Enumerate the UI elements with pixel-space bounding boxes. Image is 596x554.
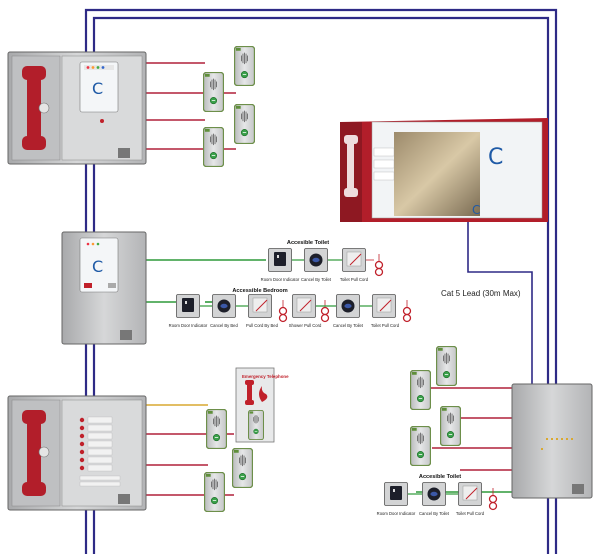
pull-cord-rings-icon <box>402 299 412 323</box>
monitor-logo-icon: C <box>488 145 503 170</box>
red-handset-icon <box>22 410 50 496</box>
speaker-unit <box>410 426 431 466</box>
control-panel-bottom <box>7 395 147 511</box>
panel-screen: C <box>79 61 119 113</box>
toilet-pull-cord-label: Toilet Pull Cord <box>340 277 369 282</box>
cancel-device <box>336 294 360 318</box>
speaker-unit <box>203 72 224 112</box>
panel-logo-icon: C <box>92 79 103 98</box>
panel-logo-badge <box>120 330 132 340</box>
green-cable-set-middle <box>145 259 266 303</box>
pull-cord-device <box>342 248 366 272</box>
speaker-unit <box>234 104 255 144</box>
speaker-unit <box>410 370 431 410</box>
pull-cord-device <box>372 294 396 318</box>
pull-cord-device <box>458 482 482 506</box>
speaker-unit <box>204 472 225 512</box>
fire-icon <box>259 386 268 402</box>
cancel-device <box>304 248 328 272</box>
room-door-indicator-label: Room Door Indicator <box>261 277 300 282</box>
room-door-indicator-device <box>384 482 408 506</box>
pull-cord-device <box>248 294 272 318</box>
panel-logo-badge <box>572 484 584 494</box>
emergency-telephone-label: Emergency Telephone <box>242 374 289 379</box>
cat5-label: Cat 5 Lead (30m Max) <box>441 289 521 298</box>
accessible-toilet-heading-top: Accesible Toilet <box>287 240 329 246</box>
panel-logo-badge <box>118 494 130 504</box>
panel-logo-icon: C <box>92 257 103 276</box>
cat5-cable <box>467 218 533 386</box>
room-door-indicator-label: Room Door Indicator <box>169 323 208 328</box>
accessible-toilet-group-top: Room Door Indicator Cancel By Toilet Toi… <box>261 248 384 282</box>
pull-cord-by-bed-label: Pull Cord By Bed <box>246 323 279 328</box>
accessible-bedroom-group: Room Door Indicator Cancel By Bed Pull C… <box>169 294 412 328</box>
toilet-pull-cord-label: Toilet Pull Cord <box>456 511 485 516</box>
accessible-toilet-heading-bottom: Accesible Toilet <box>419 474 461 480</box>
cable-set-bottom-right <box>430 387 512 471</box>
speaker-unit <box>440 406 461 446</box>
zone-leds <box>79 417 85 471</box>
accessible-toilet-group-bottom: Room Door Indicator Cancel By Toilet Toi… <box>377 482 498 516</box>
cancel-by-toilet-label: Cancel By Toilet <box>333 323 364 328</box>
speaker-unit <box>206 409 227 449</box>
toilet-pull-cord-label: Toilet Pull Cord <box>371 323 400 328</box>
accessible-bedroom-heading: Accessible Bedroom <box>232 288 287 294</box>
control-panel-top: C <box>7 51 147 165</box>
cancel-device <box>422 482 446 506</box>
handset-icon <box>344 135 358 197</box>
shower-pull-cord-label: Shower Pull Cord <box>289 323 322 328</box>
cancel-device <box>212 294 236 318</box>
cancel-by-toilet-label: Cancel By Toilet <box>419 511 450 516</box>
cancel-by-bed-label: Cancel By Bed <box>210 323 238 328</box>
speaker-unit <box>234 46 255 86</box>
phone-icon <box>245 380 254 405</box>
monitor-logo-small-icon: C <box>472 203 480 217</box>
pull-cord-rings-icon <box>278 299 288 323</box>
pull-cord-rings-icon <box>320 299 330 323</box>
speaker-unit <box>203 127 224 167</box>
speaker-unit <box>232 448 253 488</box>
red-handset-icon <box>22 66 50 150</box>
room-door-indicator-label: Room Door Indicator <box>377 511 416 516</box>
emergency-telephone-unit: Emergency Telephone <box>235 367 289 443</box>
blue-bus-cable <box>84 8 558 554</box>
pull-cord-rings-icon <box>374 253 384 277</box>
room-door-indicator-device <box>268 248 292 272</box>
control-panel-right <box>511 383 593 499</box>
room-door-indicator-device <box>176 294 200 318</box>
speaker-unit <box>436 346 457 386</box>
cancel-by-toilet-label: Cancel By Toilet <box>301 277 332 282</box>
pull-cord-device <box>292 294 316 318</box>
control-panel-middle: C <box>61 231 147 345</box>
monitor-display: C C <box>340 118 548 222</box>
panel-logo-badge <box>118 148 130 158</box>
speaker-unit <box>247 410 265 440</box>
